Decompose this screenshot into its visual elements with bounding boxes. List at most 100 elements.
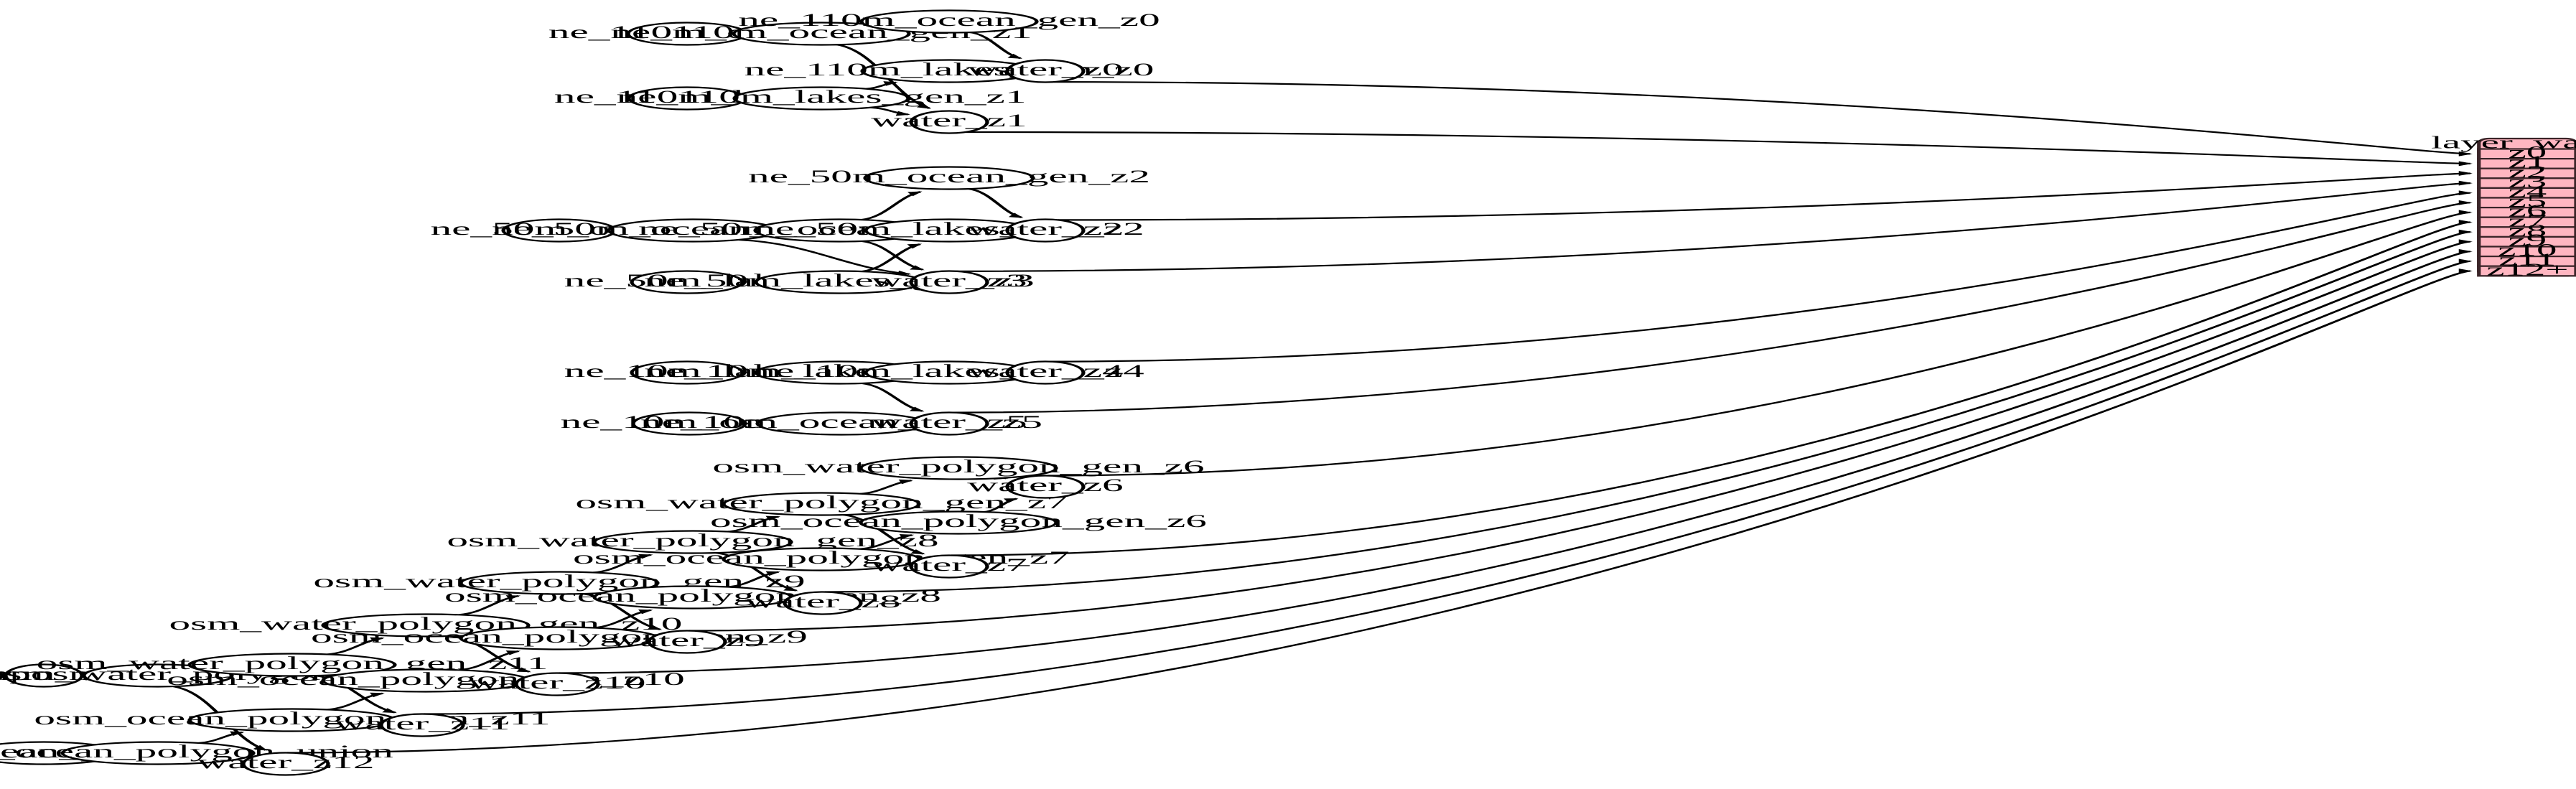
arrowhead-water_z8 (783, 586, 798, 592)
arrowhead-osm_ocean_polygon_gen_z7 (765, 571, 781, 576)
arrowhead-osm_water_polygon_gen_z6 (898, 479, 914, 485)
node-water_z8[interactable]: water_z8 (745, 591, 901, 615)
edge-water_z10-to-layer_water-z10 (559, 251, 2471, 674)
edge-ne_50m_ocean_gen_z3-to-ne_50m_ocean_gen_z2 (861, 191, 922, 221)
node-water_z5[interactable]: water_z5 (871, 411, 1027, 436)
node-shape (1005, 218, 1086, 243)
node-osm_water_polygon_gen_z9[interactable]: osm_water_polygon_gen_z9 (313, 571, 806, 595)
node-shape (241, 752, 330, 776)
arrowhead-layer_water-z1 (2458, 161, 2473, 167)
node-label: water_z8 (745, 592, 900, 612)
node-water_z9[interactable]: water_z9 (609, 630, 765, 654)
node-label: water_z7 (871, 555, 1027, 575)
node-water_z10[interactable]: water_z10 (468, 672, 646, 696)
arrowhead-water_z7 (910, 549, 925, 555)
arrowhead-water_z5 (909, 406, 925, 412)
node-shape (1005, 475, 1086, 499)
node-ne_110m_lakes_gen_z1[interactable]: ne_110m_lakes_gen_z1 (616, 86, 1027, 111)
node-label: water_z4 (967, 361, 1124, 381)
layer-water-table[interactable]: layer_waterz0z1z2z3z4z5z6z7z8z9z10z11z12… (2431, 133, 2576, 279)
edge-ne_10m_lakes_gen_z5-to-water_z5 (862, 382, 924, 412)
node-water_z12[interactable]: water_z12 (197, 752, 375, 776)
edge-water_z1-to-layer_water-z1 (966, 131, 2470, 164)
arrowhead-layer_water-z10 (2458, 248, 2473, 254)
node-shape (459, 571, 660, 595)
node-shape (909, 270, 989, 294)
node-water_z1[interactable]: water_z1 (871, 110, 1027, 134)
node-shape (732, 86, 910, 111)
arrowhead-layer_water-z8 (2458, 229, 2473, 235)
edges-layer (70, 24, 2473, 762)
node-label: osm_water_polygon_gen_z8 (447, 531, 938, 551)
node-water_z0[interactable]: water_z0 (967, 59, 1124, 83)
node-ne_50m_ocean_gen_z2[interactable]: ne_50m_ocean_gen_z2 (748, 166, 1150, 190)
node-osm_ocean_polygon_gen_z6[interactable]: osm_ocean_polygon_gen_z6 (710, 510, 1207, 535)
nodes-layer: imposm3osm_water_polygonosm_ocean_polygo… (0, 9, 1207, 776)
node-label: osm_ocean_polygon_gen_z6 (710, 511, 1207, 531)
node-water_z7[interactable]: water_z7 (871, 554, 1027, 579)
arrowhead-layer_water-z11 (2458, 258, 2473, 264)
arrowhead-osm_ocean_polygon_gen_z9 (505, 650, 521, 655)
node-shape (909, 554, 989, 579)
node-osm_water_polygon_gen_z10[interactable]: osm_water_polygon_gen_z10 (169, 613, 683, 638)
arrowhead-water_z2 (1008, 213, 1024, 218)
node-ne_110m_ocean_gen_z0[interactable]: ne_110m_ocean_gen_z0 (738, 9, 1160, 34)
arrowhead-water_z1 (916, 103, 931, 109)
node-shape (60, 741, 256, 765)
edge-water_z5-to-layer_water-z5 (952, 202, 2471, 414)
node-osm_water_polygon_gen_z6[interactable]: osm_water_polygon_gen_z6 (712, 456, 1205, 480)
node-water_z11[interactable]: water_z11 (335, 713, 510, 737)
node-shape (82, 663, 234, 688)
node-label: water_z5 (871, 412, 1027, 432)
node-ne_50m_lakes[interactable]: ne_50m_lakes (564, 270, 811, 294)
arrowhead-water_z12 (253, 744, 268, 751)
layer-water-row-z12plus[interactable] (2477, 265, 2576, 277)
node-label: ne_110m_ocean_gen_z0 (738, 10, 1159, 30)
arrowhead-osm_water_polygon_gen_z10 (370, 637, 385, 643)
edge-water_z3-to-layer_water-z3 (956, 182, 2470, 272)
node-label: water_z9 (609, 630, 765, 650)
layer-water-row-label: z12+ (2486, 260, 2568, 279)
node-label: water_z6 (967, 475, 1123, 495)
arrowhead-layer_water-z7 (2458, 220, 2473, 225)
arrowhead-layer_water-z5 (2458, 200, 2473, 205)
node-shape (909, 411, 989, 436)
node-label: osm_ocean_polygon_union (0, 742, 393, 762)
arrowhead-osm_ocean_polygon_gen_z11 (230, 731, 245, 737)
node-shape (631, 411, 747, 436)
node-osm_ocean_polygon_gen_z8[interactable]: osm_ocean_polygon_gen_z8 (444, 585, 941, 610)
arrowhead-water_z9 (647, 625, 663, 630)
node-water_z2[interactable]: water_z2 (967, 218, 1124, 243)
node-ne_110m_lakes_gen_z0[interactable]: ne_110m_lakes_gen_z0 (744, 59, 1154, 83)
arrowhead-osm_ocean_polygon_gen_z8 (638, 609, 653, 615)
node-shape (379, 713, 465, 737)
node-water_z6[interactable]: water_z6 (967, 475, 1124, 499)
node-shape (863, 166, 1035, 190)
arrowhead-ne_50m_ocean_gen_z2 (907, 191, 923, 197)
node-osm_ocean_polygon_gen_z10[interactable]: osm_ocean_polygon_gen_z10 (167, 668, 685, 693)
node-shape (630, 270, 745, 294)
node-label: ne_110m_lakes_gen_z1 (616, 87, 1026, 107)
arrowhead-water_z11 (382, 708, 398, 714)
node-shape (4, 663, 84, 688)
node-water_z3[interactable]: water_z3 (871, 270, 1027, 294)
edge-water_z9-to-layer_water-z9 (689, 241, 2471, 632)
node-shape (1005, 59, 1086, 83)
edge-osm_water_polygon_gen_z8-to-water_z8 (715, 552, 798, 592)
node-osm_ocean_polygon_union[interactable]: osm_ocean_polygon_union (0, 741, 393, 765)
node-label: water_z11 (335, 714, 510, 734)
node-label: ne_110m_lakes_gen_z0 (744, 60, 1154, 80)
node-osm_water_polygon_gen_z7[interactable]: osm_water_polygon_gen_z7 (575, 492, 1068, 516)
arrowhead-osm_ocean_polygon_gen_z6 (899, 533, 915, 539)
node-label: osm_water_polygon_gen_z7 (575, 492, 1067, 513)
arrowhead-ne_110m_lakes_gen_z0 (883, 81, 898, 86)
node-shape (859, 510, 1058, 535)
node-water_z4[interactable]: water_z4 (967, 360, 1124, 385)
arrowhead-layer_water-z3 (2458, 180, 2473, 186)
edge-water_z2-to-layer_water-z2 (1058, 172, 2470, 221)
arrowhead-layer_water-z4 (2458, 190, 2473, 196)
node-osm_water_polygon_gen_z8[interactable]: osm_water_polygon_gen_z8 (447, 530, 939, 554)
node-shape (722, 492, 921, 516)
